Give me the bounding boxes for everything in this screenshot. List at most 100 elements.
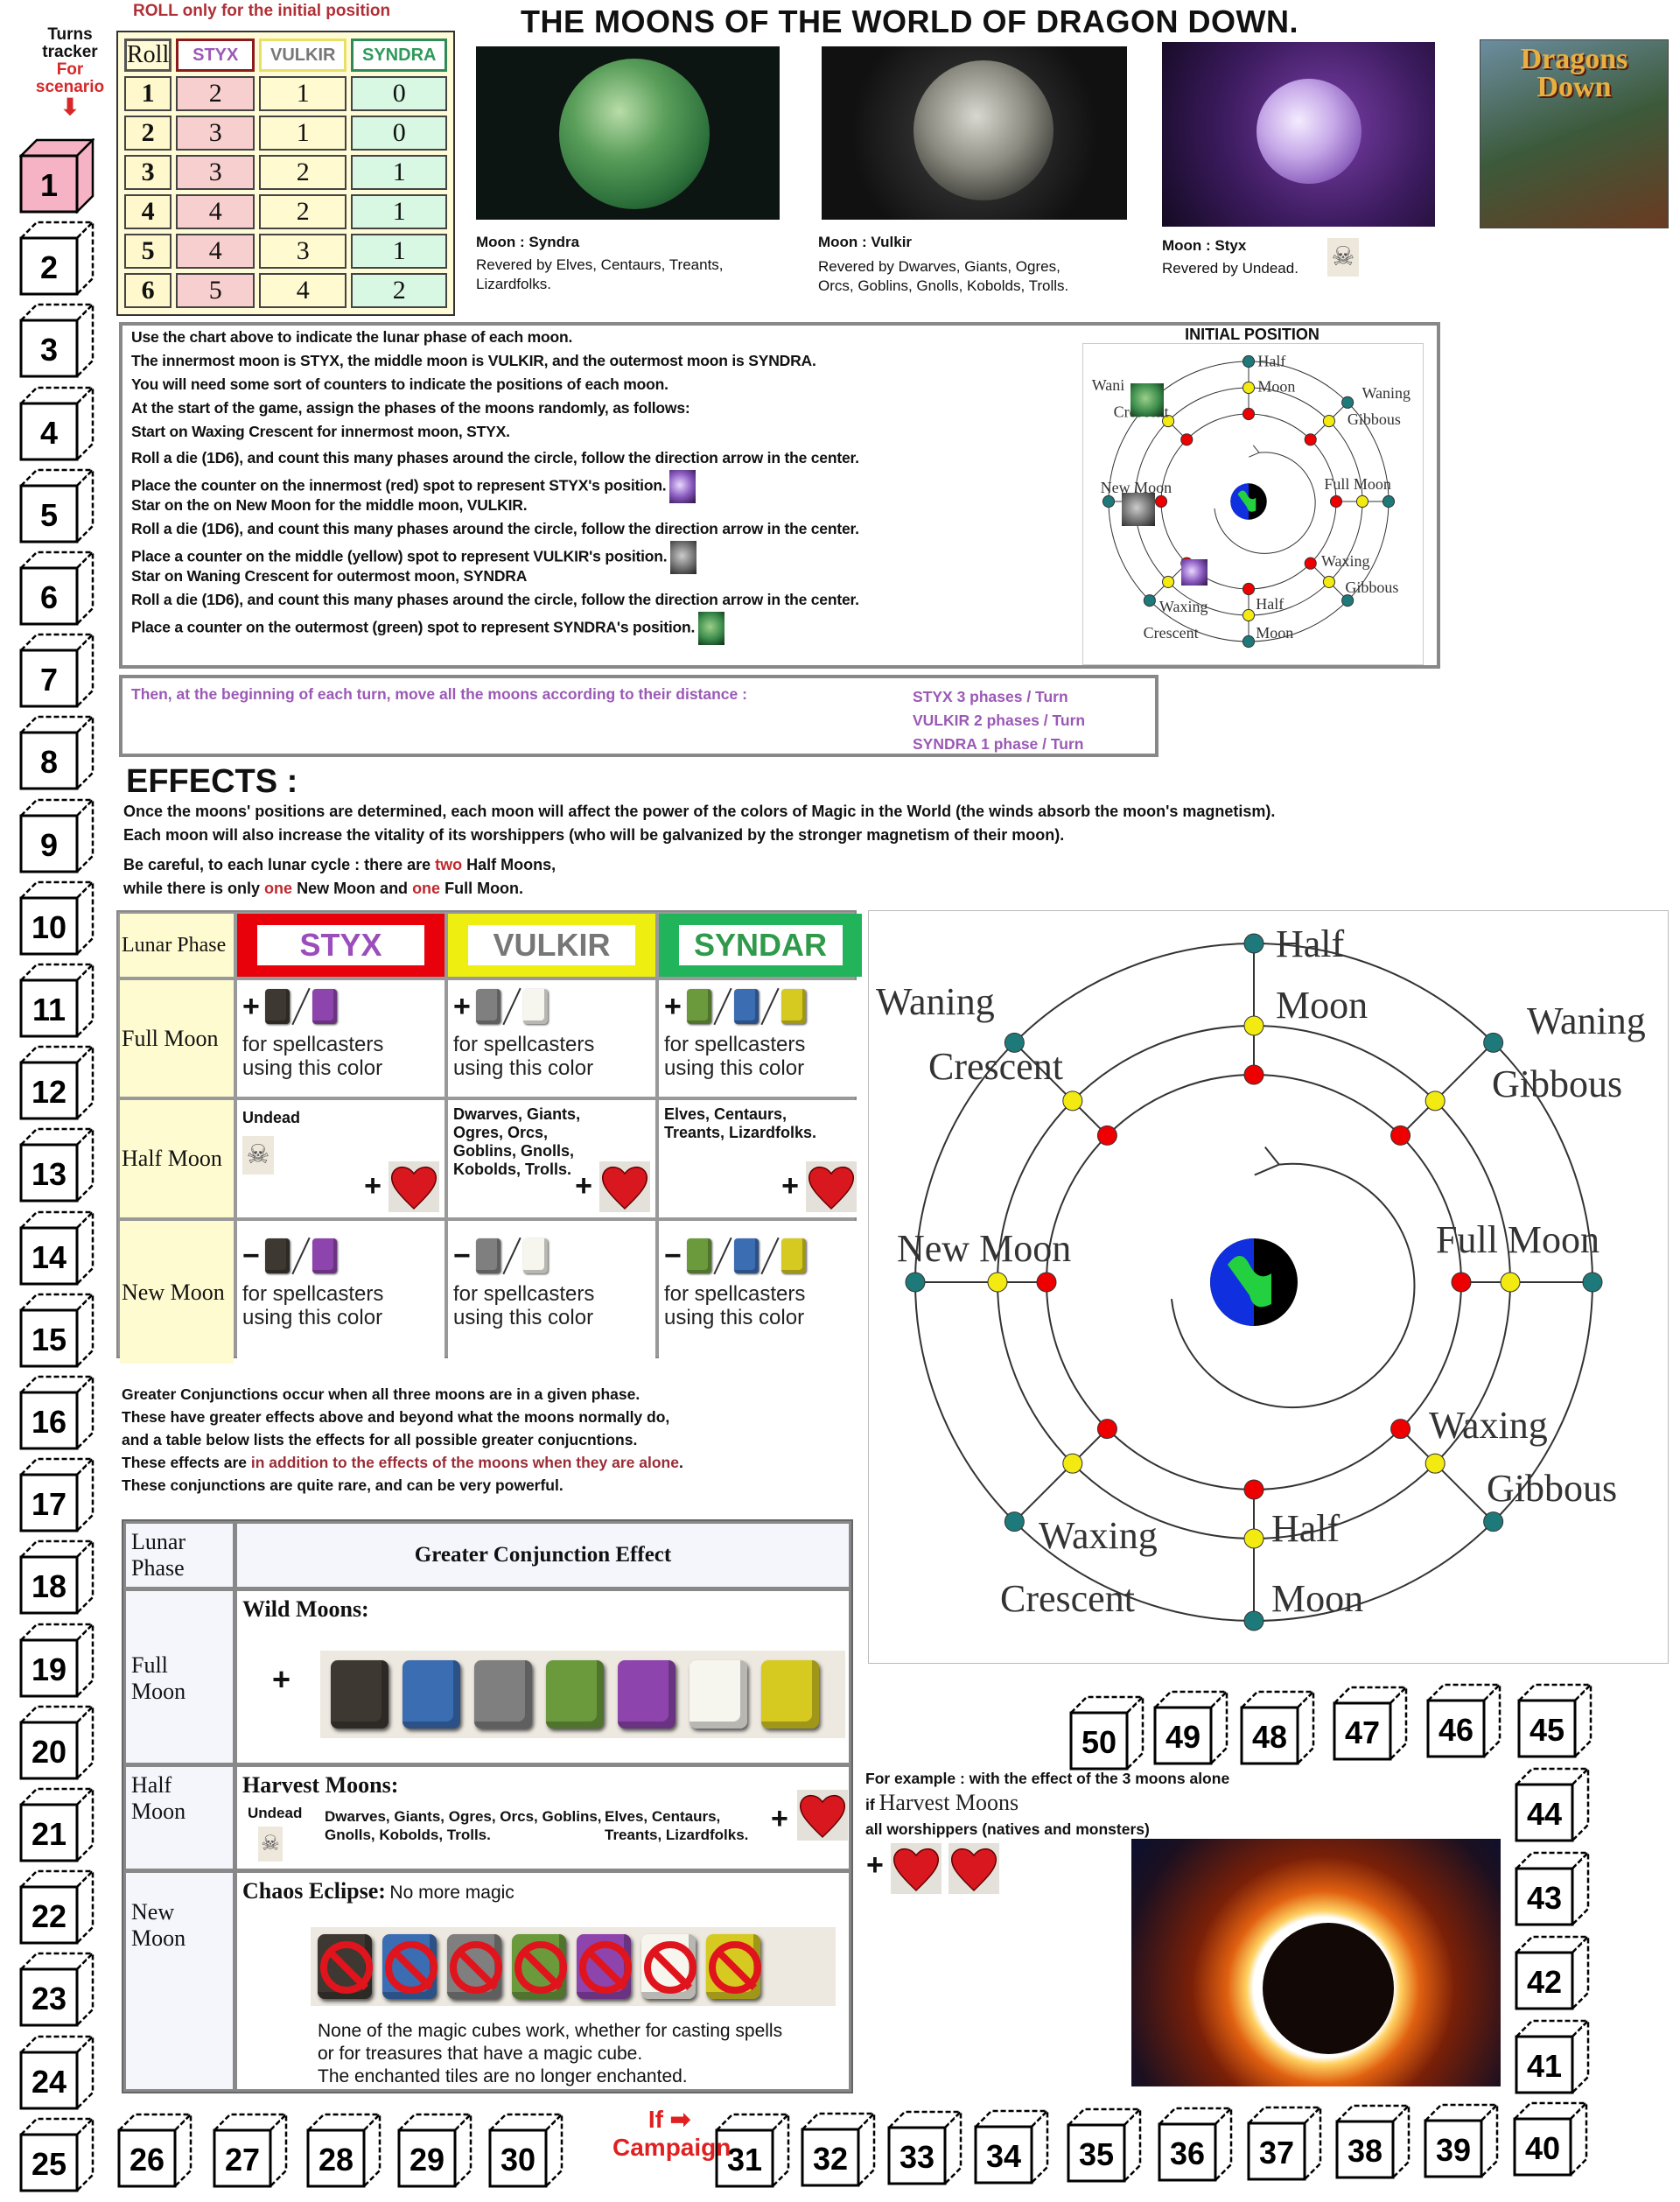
turn-cube-14[interactable]: 14: [18, 1209, 96, 1290]
turn-cube-36[interactable]: 36: [1156, 2105, 1235, 2186]
turn-cube-22[interactable]: 22: [18, 1869, 96, 1949]
svg-text:22: 22: [32, 1898, 66, 1934]
svg-text:42: 42: [1527, 1964, 1562, 2000]
turn-cube-21[interactable]: 21: [18, 1785, 96, 1867]
turn-cube-40[interactable]: 40: [1511, 2100, 1590, 2181]
turn-cube-35[interactable]: 35: [1065, 2107, 1144, 2187]
syndar-label: SYNDAR: [678, 925, 843, 965]
turn-cube-10[interactable]: 10: [18, 879, 96, 960]
text: and a table below lists the effects for …: [122, 1431, 638, 1448]
tribe-undead: Undead: [248, 1805, 303, 1821]
turn-cube-2[interactable]: 2: [18, 220, 96, 300]
sign: −: [453, 1238, 471, 1273]
text: You will need some sort of counters to i…: [131, 375, 668, 393]
turn-cube-42[interactable]: 42: [1513, 1933, 1592, 2015]
text: for spellcasters: [664, 1033, 806, 1056]
effect-header: Greater Conjunction Effect: [237, 1524, 849, 1587]
svg-text:5: 5: [40, 497, 58, 533]
turn-cube-8[interactable]: 8: [18, 714, 96, 795]
turn-cube-47[interactable]: 47: [1331, 1684, 1410, 1765]
turn-cube-17[interactable]: 17: [18, 1456, 96, 1537]
instruction-line: Roll a die (1D6), and count this many ph…: [131, 588, 1076, 612]
turn-cube-1[interactable]: 1: [18, 137, 96, 218]
magic-cube-row: −: [453, 1235, 650, 1277]
inner-phase-spot: [1390, 1419, 1411, 1440]
turn-cube-49[interactable]: 49: [1152, 1688, 1230, 1770]
black-cube-icon: [331, 1660, 388, 1729]
tracker-label: tracker: [42, 43, 98, 61]
prohibited-icon: [320, 1941, 373, 1994]
turn-cube-12[interactable]: 12: [18, 1044, 96, 1125]
turn-cube-39[interactable]: 39: [1422, 2101, 1501, 2183]
turn-cube-32[interactable]: 32: [799, 2110, 878, 2191]
svg-text:38: 38: [1348, 2133, 1382, 2169]
text: using this color: [453, 1056, 594, 1080]
turn-cube-44[interactable]: 44: [1513, 1765, 1592, 1847]
turn-cube-48[interactable]: 48: [1238, 1688, 1317, 1770]
roll-cell: 6: [124, 273, 172, 308]
syndra-planet: [559, 59, 710, 209]
turn-cube-37[interactable]: 37: [1245, 2104, 1324, 2185]
initial-position-title: INITIAL POSITION: [1185, 326, 1320, 343]
turn-cube-19[interactable]: 19: [18, 1621, 96, 1702]
turn-cube-4[interactable]: 4: [18, 384, 96, 466]
turn-cube-9[interactable]: 9: [18, 796, 96, 878]
turn-cube-41[interactable]: 41: [1513, 2017, 1592, 2099]
earth-land: [1237, 490, 1256, 512]
skull-icon: ☠: [242, 1136, 274, 1175]
logo-text: Dragons: [1520, 43, 1628, 75]
turn-cube-45[interactable]: 45: [1516, 1681, 1594, 1763]
turn-cube-25[interactable]: 25: [18, 2115, 96, 2197]
turn-cube-11[interactable]: 11: [18, 961, 96, 1042]
roll-cell: 0: [351, 116, 448, 151]
phase-label: Crescent: [928, 1045, 1063, 1088]
half-moon-label: Half Moon: [120, 1100, 234, 1217]
roll-cell: 1: [259, 116, 347, 151]
turn-cube-28[interactable]: 28: [304, 2111, 383, 2192]
turn-cube-23[interactable]: 23: [18, 1951, 96, 2031]
turn-cube-46[interactable]: 46: [1424, 1681, 1503, 1763]
turn-cube-18[interactable]: 18: [18, 1539, 96, 1619]
middle-phase-spot: [1243, 1528, 1264, 1549]
turn-cube-29[interactable]: 29: [396, 2111, 474, 2192]
turn-cube-20[interactable]: 20: [18, 1703, 96, 1785]
phase-label: Half: [1276, 922, 1345, 965]
turn-cube-50[interactable]: 50: [1068, 1694, 1146, 1775]
styx-label: STYX: [256, 925, 425, 965]
instruction-line: Use the chart above to indicate the luna…: [131, 326, 1076, 349]
turn-cube-27[interactable]: 27: [211, 2111, 290, 2192]
turn-cube-24[interactable]: 24: [18, 2033, 96, 2114]
turn-cube-7[interactable]: 7: [18, 632, 96, 712]
green-cube-icon: [686, 1238, 711, 1273]
middle-phase-spot: [1242, 608, 1256, 622]
turn-cube-16[interactable]: 16: [18, 1373, 96, 1455]
turn-cube-3[interactable]: 3: [18, 302, 96, 382]
svg-text:4: 4: [40, 415, 58, 451]
magic-cube-row: +: [242, 985, 439, 1027]
roll-cell: 5: [176, 273, 256, 308]
turn-cube-5[interactable]: 5: [18, 466, 96, 548]
turn-cube-13[interactable]: 13: [18, 1126, 96, 1207]
turn-cube-30[interactable]: 30: [486, 2111, 565, 2192]
turn-cube-43[interactable]: 43: [1513, 1849, 1592, 1931]
turn-cube-15[interactable]: 15: [18, 1291, 96, 1372]
turn-cube-33[interactable]: 33: [886, 2109, 964, 2190]
turn-cube-34[interactable]: 34: [972, 2107, 1051, 2189]
turn-cube-31[interactable]: 31: [713, 2111, 792, 2192]
roll-cell: 5: [124, 234, 172, 269]
turn-cube-6[interactable]: 6: [18, 549, 96, 630]
turn-cube-38[interactable]: 38: [1334, 2103, 1412, 2184]
moon-name: Moon : Syndra: [476, 234, 580, 250]
turn-cube-26[interactable]: 26: [116, 2111, 194, 2192]
svg-text:15: 15: [32, 1322, 66, 1357]
svg-text:47: 47: [1345, 1715, 1380, 1750]
outer-phase-spot: [1483, 1511, 1504, 1532]
prohibited-icon: [709, 1941, 761, 1994]
text: Star on the on New Moon for the middle m…: [131, 496, 528, 514]
svg-text:17: 17: [32, 1486, 66, 1522]
svg-text:12: 12: [32, 1074, 66, 1110]
svg-text:20: 20: [32, 1734, 66, 1770]
